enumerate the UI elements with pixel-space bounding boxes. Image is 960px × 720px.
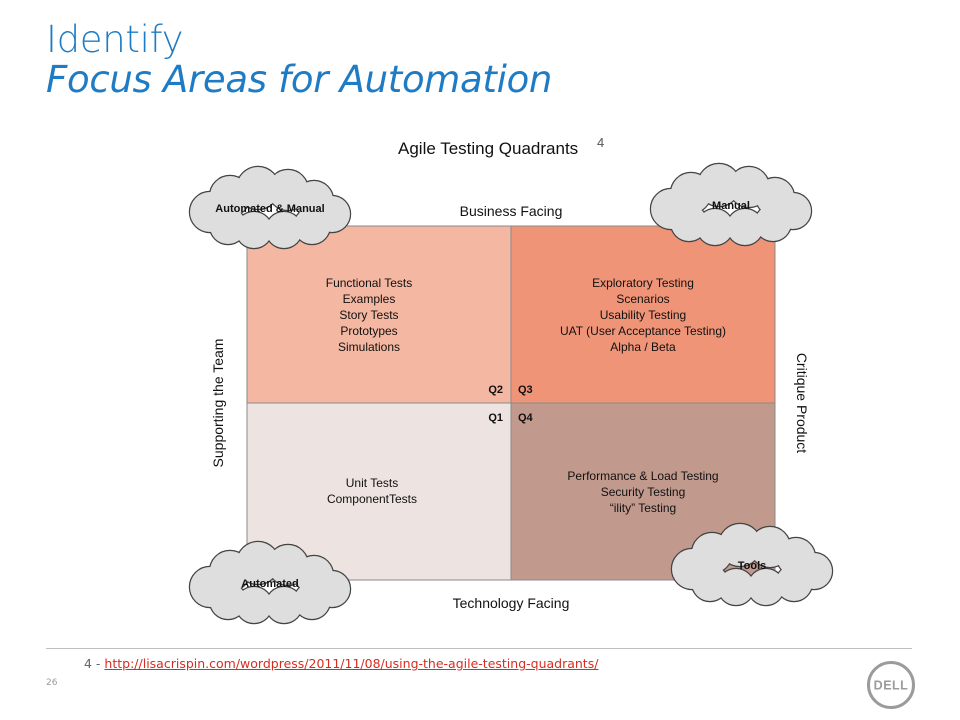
q2-line: Simulations [338, 340, 400, 354]
footer-divider [46, 648, 912, 649]
cloud-top-left: Automated & Manual [188, 165, 352, 250]
cloud-bottom-right: Tools [670, 522, 834, 607]
q3-line: Alpha / Beta [610, 340, 676, 354]
q2-line: Examples [343, 292, 396, 306]
q2-line: Prototypes [340, 324, 397, 338]
quadrant-id-q2: Q2 [488, 384, 503, 396]
cloud-bottom-left-label: Automated [241, 578, 298, 590]
q4-line: “ility” Testing [610, 501, 676, 515]
bottom-axis-label: Technology Facing [453, 595, 570, 611]
footnote: 4 - http://lisacrispin.com/wordpress/201… [84, 656, 598, 671]
footnote-prefix: 4 - [84, 656, 105, 671]
slide-title: Identify [46, 18, 184, 61]
quadrant-id-q1: Q1 [488, 412, 503, 424]
cloud-bottom-left: Automated [188, 540, 352, 625]
q2-line: Story Tests [339, 308, 398, 322]
diagram-title: Agile Testing Quadrants [398, 139, 578, 158]
quadrant-q2 [246, 225, 512, 404]
dell-logo-icon: DELL [867, 661, 915, 709]
q3-line: Scenarios [616, 292, 669, 306]
q4-line: Performance & Load Testing [567, 469, 718, 483]
q3-line: Exploratory Testing [592, 276, 694, 290]
quadrant-id-q4: Q4 [518, 412, 534, 424]
quadrant-id-q3: Q3 [518, 384, 533, 396]
cloud-top-left-label: Automated & Manual [215, 203, 324, 215]
cloud-bottom-right-label: Tools [738, 560, 767, 572]
slide-subtitle: Focus Areas for Automation [46, 58, 553, 101]
footnote-link[interactable]: http://lisacrispin.com/wordpress/2011/11… [104, 656, 599, 671]
q3-line: Usability Testing [600, 308, 686, 322]
slide-title-block: Identify Focus Areas for Automation [46, 20, 552, 100]
dell-logo-text: DELL [874, 679, 909, 693]
top-axis-label: Business Facing [460, 203, 563, 219]
page-number: 26 [46, 678, 58, 688]
q2-line: Functional Tests [326, 276, 413, 290]
q1-line: ComponentTests [327, 492, 417, 506]
q3-line: UAT (User Acceptance Testing) [560, 324, 726, 338]
right-axis-label: Critique Product [794, 353, 810, 453]
quadrant-q3 [510, 225, 776, 404]
diagram-title-footnote-marker: 4 [597, 135, 604, 150]
q1-line: Unit Tests [346, 476, 398, 490]
q4-line: Security Testing [601, 485, 686, 499]
cloud-top-right: Manual [649, 162, 813, 247]
cloud-top-right-label: Manual [712, 200, 750, 212]
left-axis-label: Supporting the Team [210, 339, 226, 468]
